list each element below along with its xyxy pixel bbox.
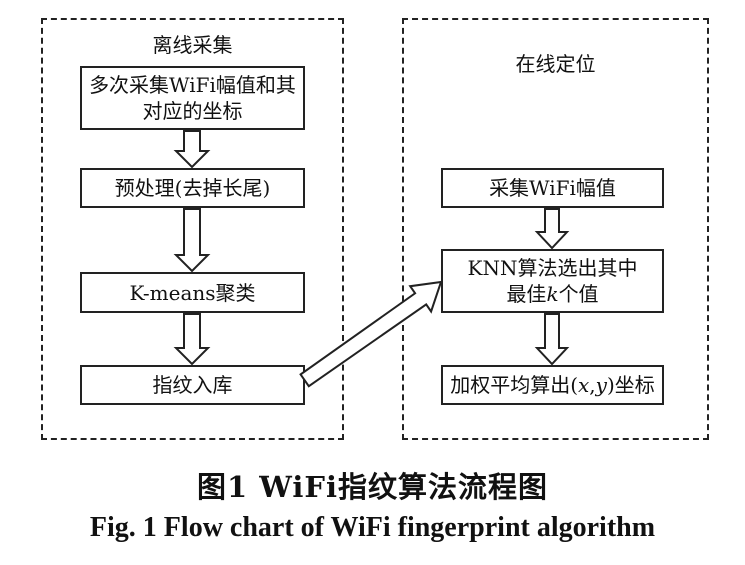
knn-line1: KNN算法选出其中: [467, 256, 638, 280]
weighted-average-label: 加权平均算出(x,y)坐标: [450, 373, 655, 397]
arrow-diagonal-icon: [299, 280, 443, 388]
preprocess-box: 预处理(去掉长尾): [80, 168, 305, 208]
online-panel: [402, 18, 709, 440]
offline-panel: [41, 18, 344, 440]
arrow-down-icon: [173, 313, 211, 366]
offline-collect-box: 多次采集WiFi幅值和其 对应的坐标: [80, 66, 305, 130]
knn-box: KNN算法选出其中 最佳k个值: [441, 249, 664, 313]
offline-panel-title: 离线采集: [152, 33, 233, 57]
offline-collect-line2: 对应的坐标: [142, 99, 243, 123]
arrow-down-icon: [534, 313, 570, 366]
arrow-down-icon: [173, 208, 211, 273]
store-fingerprint-box: 指纹入库: [80, 365, 305, 405]
caption-chinese: 图1 WiFi指纹算法流程图: [197, 470, 548, 504]
weighted-average-box: 加权平均算出(x,y)坐标: [441, 365, 664, 405]
knn-line2: 最佳k个值: [506, 282, 599, 306]
online-collect-box: 采集WiFi幅值: [441, 168, 664, 208]
offline-collect-line1: 多次采集WiFi幅值和其: [89, 73, 296, 97]
arrow-down-icon: [173, 130, 211, 169]
kmeans-box: K-means聚类: [80, 272, 305, 313]
arrow-down-icon: [534, 208, 570, 250]
caption-english: Fig. 1 Flow chart of WiFi fingerprint al…: [89, 512, 656, 543]
online-panel-title: 在线定位: [515, 52, 596, 76]
